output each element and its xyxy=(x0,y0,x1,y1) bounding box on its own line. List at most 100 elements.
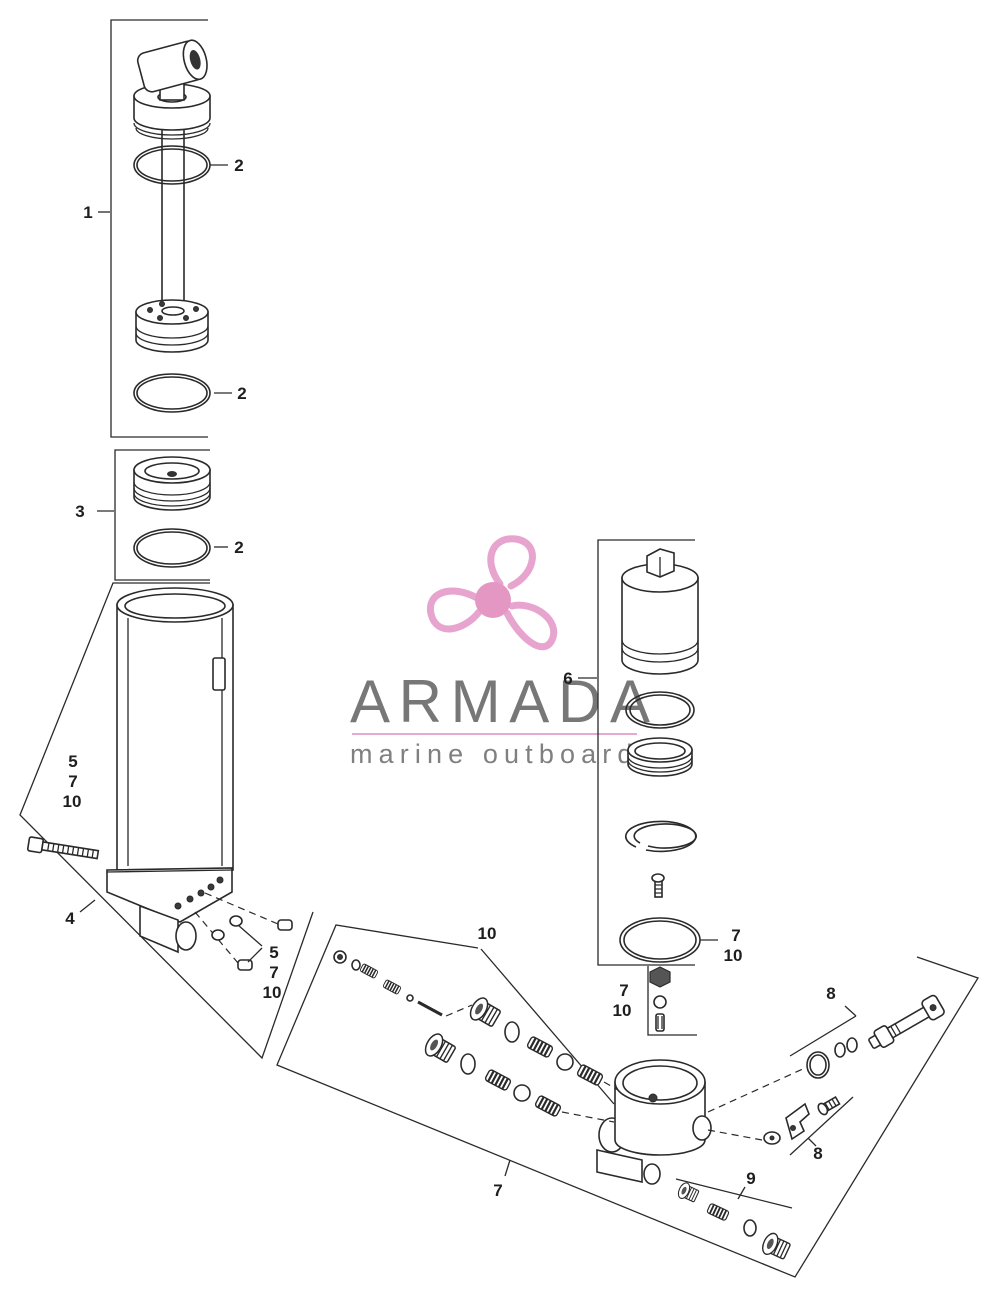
release-ring-2 xyxy=(846,1037,858,1053)
clip-screw xyxy=(817,1095,841,1116)
pump-base xyxy=(596,1149,643,1183)
accumulator-cap xyxy=(621,548,699,675)
valve-ball-lower xyxy=(513,1084,531,1102)
cylinder-mount-lug xyxy=(139,904,179,954)
cylinder-bore xyxy=(124,593,226,619)
mounting-bolt xyxy=(26,836,100,860)
valve-push-pin xyxy=(417,1000,443,1017)
check-ball xyxy=(653,995,667,1009)
valve-ring-upper xyxy=(504,1021,520,1043)
callout-3: 3 xyxy=(75,502,84,521)
thermal-valve-assembly xyxy=(675,1180,793,1263)
cylinder-tube xyxy=(116,604,234,871)
bracket-group-1 xyxy=(110,19,208,438)
callout-7-oring: 7 xyxy=(731,926,740,945)
check-fitting xyxy=(649,966,671,988)
callout-8-lower: 8 xyxy=(813,1144,822,1163)
logo-brand-text: ARMADA xyxy=(350,668,650,735)
accumulator-piston xyxy=(627,737,693,777)
dash-to-pin-upper xyxy=(204,892,279,925)
check-pin xyxy=(655,1013,665,1032)
cylinder-side-latch xyxy=(212,657,226,691)
cylinder-body-assembly xyxy=(26,587,293,971)
callout-1: 1 xyxy=(83,203,92,222)
accumulator-ring xyxy=(625,691,695,729)
bracket-group-8-lower xyxy=(789,1096,854,1156)
callout-numbers: 1 2 2 3 2 5 7 10 4 5 7 10 6 7 10 7 10 10… xyxy=(63,156,836,1200)
callout-10-pump: 10 xyxy=(478,924,497,943)
washer-lower xyxy=(211,929,225,941)
pump-body xyxy=(596,1059,712,1185)
bracket-group-3 xyxy=(114,449,210,581)
callout-leaders xyxy=(79,164,857,1200)
pump-body-assembly xyxy=(333,950,945,1263)
valve-spring-small-2 xyxy=(381,978,403,996)
callout-10-right: 10 xyxy=(263,983,282,1002)
valve-spring-small-1 xyxy=(358,962,380,980)
bleed-screw xyxy=(651,873,665,898)
valve-plug-lower xyxy=(421,1030,459,1067)
callout-7-check: 7 xyxy=(619,981,628,1000)
rod-eye xyxy=(136,39,208,93)
release-ring-1 xyxy=(834,1042,846,1058)
rod-piston-head xyxy=(135,299,209,353)
thermal-spring xyxy=(705,1202,731,1222)
callout-7-left: 7 xyxy=(68,772,77,791)
valve-row-upper xyxy=(333,950,619,1091)
o-ring-accumulator xyxy=(619,917,701,963)
callout-10-check: 10 xyxy=(613,1001,632,1020)
callout-2-lower: 2 xyxy=(234,538,243,557)
callout-5-right: 5 xyxy=(269,943,278,962)
manual-release-assembly xyxy=(707,994,945,1113)
valve-row-lower xyxy=(421,1030,615,1123)
callout-4: 4 xyxy=(65,909,75,928)
armada-logo: ARMADA marine outboards xyxy=(350,535,652,769)
piston-rod-assembly xyxy=(133,39,211,413)
pump-side-port xyxy=(692,1115,712,1141)
callout-8-upper: 8 xyxy=(826,984,835,1003)
callout-5-left: 5 xyxy=(68,752,77,771)
group-brackets xyxy=(19,19,979,1278)
o-ring-release xyxy=(806,1051,830,1079)
callout-10-left: 10 xyxy=(63,792,82,811)
valve-spring-lower-1 xyxy=(483,1067,513,1093)
o-ring-memory-piston xyxy=(133,528,211,568)
release-valve-lever xyxy=(868,994,945,1049)
callout-2-middle: 2 xyxy=(237,384,246,403)
callout-7-pump: 7 xyxy=(493,1181,502,1200)
dowel-pin-lower xyxy=(237,959,253,971)
valve-ring-lower xyxy=(460,1053,476,1075)
callout-9: 9 xyxy=(746,1169,755,1188)
callout-2-upper: 2 xyxy=(234,156,243,175)
valve-spring-upper-2 xyxy=(575,1062,605,1088)
callout-10-oring: 10 xyxy=(724,946,743,965)
memory-piston xyxy=(133,456,211,511)
thermal-plug-large xyxy=(758,1230,793,1263)
memory-piston-assembly xyxy=(133,456,211,568)
valve-spring-upper-1 xyxy=(525,1034,555,1060)
logo-tagline-text: marine outboards xyxy=(350,739,652,769)
callout-6: 6 xyxy=(563,669,572,688)
snap-ring xyxy=(624,820,697,853)
retaining-clip-assembly xyxy=(707,1095,841,1145)
valve-ball-upper xyxy=(556,1053,574,1071)
valve-ball-small xyxy=(406,994,414,1002)
bracket-group-9 xyxy=(675,1178,793,1209)
valve-spring-lower-2 xyxy=(533,1093,563,1119)
bracket-group-7 xyxy=(276,924,979,1278)
bracket-group-4 xyxy=(19,582,314,1060)
valve-plug-upper xyxy=(466,994,504,1031)
o-ring-lower xyxy=(133,373,211,413)
cylinder-base-block xyxy=(106,867,233,923)
washer-upper xyxy=(229,915,243,927)
dowel-pin-upper xyxy=(277,919,293,931)
accumulator-assembly xyxy=(619,548,701,1032)
thermal-ring xyxy=(743,1219,757,1237)
bracket-group-8-upper xyxy=(789,1015,857,1057)
propeller-icon xyxy=(426,535,558,651)
callout-7-right: 7 xyxy=(269,963,278,982)
valve-washer-small xyxy=(351,959,361,971)
bracket-group-7-10-small xyxy=(647,966,697,1036)
retaining-clip xyxy=(785,1102,810,1141)
